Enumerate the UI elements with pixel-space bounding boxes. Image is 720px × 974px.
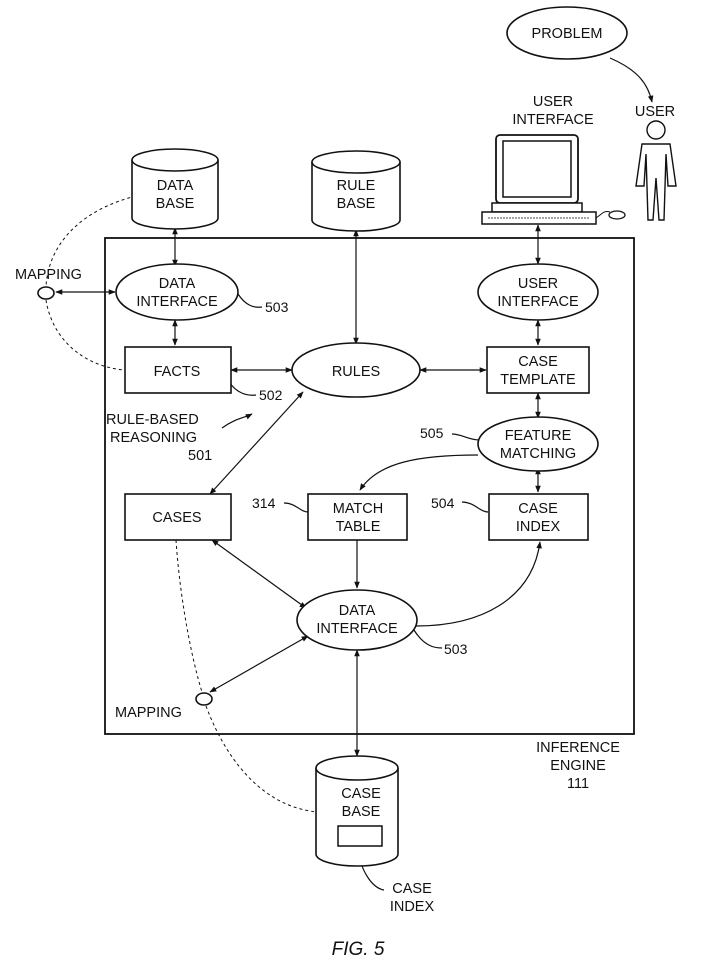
cases-box (124, 493, 232, 541)
problem-node (506, 6, 628, 60)
leader-314 (283, 502, 309, 513)
match-table-label-2: TABLE (336, 519, 381, 535)
case-template-label-1: CASE (518, 354, 558, 370)
user-interface-label-1: USER (518, 276, 558, 292)
data-interface-bottom-label-1: DATA (339, 603, 376, 619)
user-interface-top-label-1: USER (533, 94, 573, 110)
cases-label: CASES (152, 510, 201, 526)
facts-box (124, 346, 232, 394)
connector-datainterface-mapping (209, 635, 309, 693)
user-interface-top-label-2: INTERFACE (512, 112, 594, 128)
case-index-label-2: INDEX (516, 519, 561, 535)
mapping-top-label: MAPPING (15, 267, 82, 283)
case-template-label-2: TEMPLATE (500, 372, 576, 388)
data-base-cylinder (131, 148, 219, 230)
mapping-node-bottom (195, 692, 213, 706)
data-base-label-2: BASE (156, 196, 195, 212)
leader-rule-based (221, 413, 253, 429)
leader-503-bottom (413, 629, 443, 649)
inference-engine-label-1: INFERENCE (536, 740, 620, 756)
rule-based-label-3: 501 (188, 448, 212, 464)
case-base-cylinder (315, 755, 399, 867)
connector-cases-datainterface (211, 539, 307, 609)
mapping-curve-top-upper (45, 195, 137, 288)
user-interface-node (477, 263, 599, 321)
ref-314: 314 (252, 495, 276, 511)
case-index-block (337, 825, 383, 847)
leader-505 (451, 433, 481, 441)
feature-matching-label-2: MATCHING (500, 446, 576, 462)
rules-label: RULES (332, 364, 380, 380)
case-index-callout-label-1: CASE (392, 881, 432, 897)
ref-502: 502 (259, 387, 283, 403)
facts-label: FACTS (154, 364, 201, 380)
data-interface-top-label-2: INTERFACE (136, 294, 218, 310)
case-index-box (488, 493, 589, 541)
ref-504: 504 (431, 495, 455, 511)
data-interface-bottom-label-2: INTERFACE (316, 621, 398, 637)
user-label: USER (635, 104, 675, 120)
case-index-callout-label-2: INDEX (390, 899, 435, 915)
data-interface-top-label-1: DATA (159, 276, 196, 292)
case-index-label-1: CASE (518, 501, 558, 517)
feature-matching-node (477, 416, 599, 472)
computer-terminal-icon (481, 134, 626, 225)
data-interface-bottom-node (296, 589, 418, 651)
ref-505: 505 (420, 425, 444, 441)
rule-base-cylinder (311, 150, 401, 232)
inference-engine-label-3: 111 (567, 776, 589, 792)
ref-503-bottom: 503 (444, 641, 468, 657)
data-base-label-1: DATA (157, 178, 194, 194)
connector-datainterface-caseindex (415, 541, 542, 627)
case-base-label-2: BASE (342, 804, 381, 820)
figure-caption: FIG. 5 (332, 939, 385, 960)
rule-base-label-1: RULE (337, 178, 376, 194)
feature-matching-label-1: FEATURE (505, 428, 572, 444)
match-table-label-1: MATCH (333, 501, 383, 517)
user-figure-icon (635, 120, 677, 221)
rule-based-label-2: REASONING (110, 430, 197, 446)
problem-label: PROBLEM (532, 26, 603, 42)
leader-502 (227, 379, 257, 396)
match-table-box (307, 493, 408, 541)
mapping-node-top (37, 286, 55, 300)
case-template-box (486, 346, 590, 394)
inference-engine-boundary (104, 237, 635, 735)
connector-problem-user (609, 57, 654, 103)
case-base-label-1: CASE (341, 786, 381, 802)
leader-503-top (237, 293, 263, 308)
inference-engine-label-2: ENGINE (550, 758, 606, 774)
leader-504 (461, 501, 489, 513)
mapping-curve-bottom-lower (205, 705, 319, 813)
user-interface-label-2: INTERFACE (497, 294, 579, 310)
connector-rules-cases (209, 391, 304, 495)
mapping-bottom-label: MAPPING (115, 705, 182, 721)
connector-featurematching-matchtable (359, 454, 479, 491)
rule-base-label-2: BASE (337, 196, 376, 212)
data-interface-top-node (115, 263, 239, 321)
ref-503-top: 503 (265, 299, 289, 315)
rule-based-label-1: RULE-BASED (106, 412, 199, 428)
mapping-curve-bottom-upper (175, 539, 203, 693)
rules-node (291, 342, 421, 398)
mapping-curve-top-lower (45, 299, 125, 371)
